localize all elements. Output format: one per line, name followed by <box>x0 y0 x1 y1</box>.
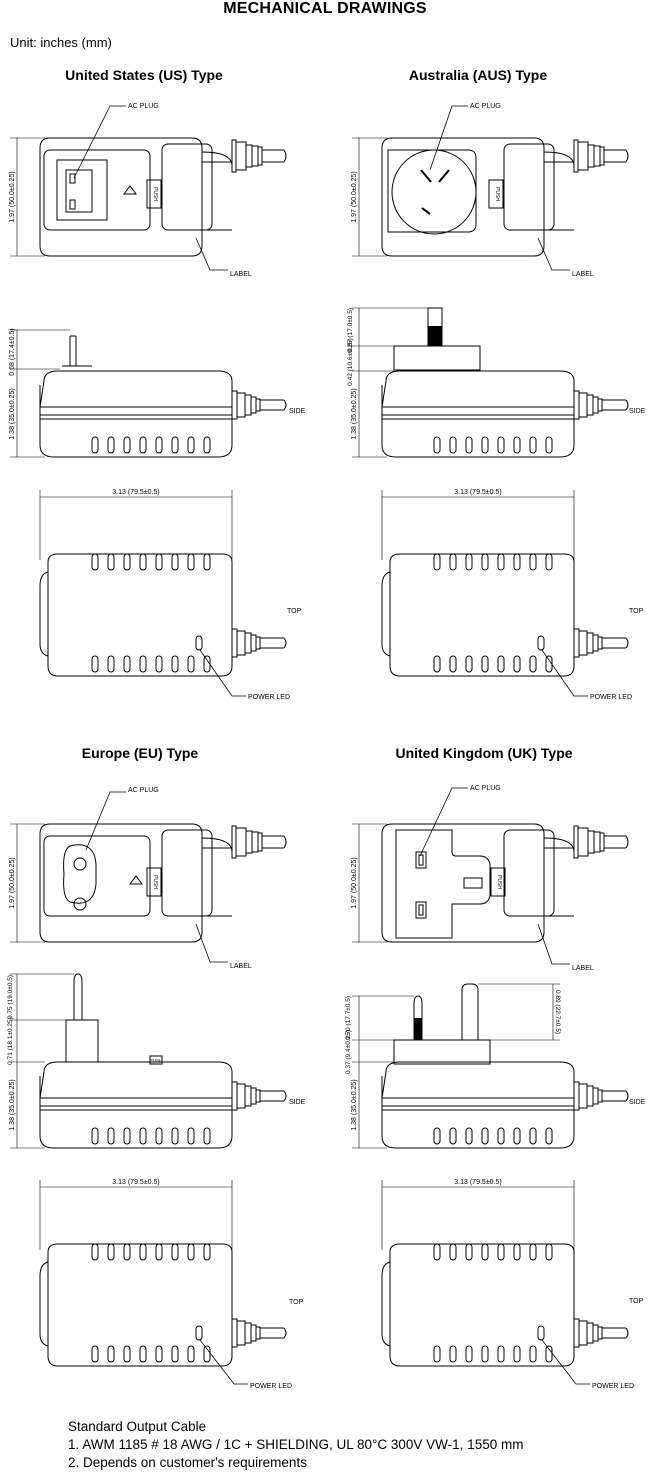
uk-front-view: PUSH AC PLUG LABEL 1.97 (50.0±0.25) <box>351 785 629 972</box>
uk-power-led-label: POWER LED <box>592 1383 634 1390</box>
eu-height-dim: 1.97 (50.0±0.25) <box>9 857 16 908</box>
aus-label-label: LABEL <box>572 271 594 278</box>
uk-ac-plug-label: AC PLUG <box>470 785 501 792</box>
uk-height-dim: 1.97 (50.0±0.25) <box>351 857 358 908</box>
uk-prong-dim: 0.70 (17.7±0.5) <box>345 996 352 1040</box>
us-width-dim: 3.13 (79.5±0.5) <box>112 489 159 496</box>
aus-width-dim: 3.13 (79.5±0.5) <box>454 489 501 496</box>
eu-side-push-label: PUSH <box>150 1058 163 1063</box>
aus-ac-plug-label: AC PLUG <box>470 103 501 110</box>
us-side-view: 0.68 (17.4±0.5) 1.38 (35.0±0.25) SIDE <box>9 328 306 458</box>
uk-label-label: LABEL <box>572 965 594 972</box>
aus-push-label: PUSH <box>494 187 500 201</box>
eu-width-dim: 3.13 (79.5±0.5) <box>112 1179 159 1186</box>
aus-side-view: 0.67 (17.0±0.5) 0.42 (10.6±0.25) 1.38 (3… <box>347 307 646 458</box>
eu-front-view: PUSH AC PLUG LABEL 1.97 (50.0±0.25) <box>9 787 287 970</box>
uk-side-label: SIDE <box>629 1099 646 1106</box>
eu-prong-dim: 0.75 (19.0±0.5) <box>7 975 14 1019</box>
eu-push-label: PUSH <box>152 875 158 889</box>
us-height-dim: 1.97 (50.0±0.25) <box>9 171 16 222</box>
eu-power-led-label: POWER LED <box>250 1383 292 1390</box>
cable-notes-heading: Standard Output Cable <box>68 1419 207 1434</box>
aus-base-dim: 0.42 (10.6±0.25) <box>347 338 354 386</box>
aus-top-label: TOP <box>629 608 644 615</box>
us-side-height-dim: 1.38 (35.0±0.25) <box>9 388 16 439</box>
us-side-label: SIDE <box>289 408 306 415</box>
us-prong-dim: 0.68 (17.4±0.5) <box>9 328 16 375</box>
us-label-label: LABEL <box>230 271 252 278</box>
eu-top-label: TOP <box>289 1299 304 1306</box>
aus-height-dim: 1.97 (50.0±0.25) <box>351 171 358 222</box>
us-push-label: PUSH <box>152 187 158 201</box>
uk-top-label: TOP <box>629 1298 644 1305</box>
us-ac-plug-label: AC PLUG <box>128 103 159 110</box>
aus-power-led-label: POWER LED <box>590 694 632 701</box>
unit-note: Unit: inches (mm) <box>10 35 112 50</box>
aus-top-view: 3.13 (79.5±0.5) TOP POWER LED <box>381 489 644 701</box>
us-top-label: TOP <box>287 608 302 615</box>
uk-side-height-dim: 1.38 (35.0±0.25) <box>351 1079 358 1130</box>
uk-type-title: United Kingdom (UK) Type <box>395 745 573 761</box>
uk-earth-dim: 0.89 (22.7±0.5) <box>554 990 561 1034</box>
eu-side-view: PUSH 0.75 (19.0±0.5) 0.71 (18.1±0.25) 1.… <box>7 973 306 1149</box>
eu-side-label: SIDE <box>289 1099 306 1106</box>
aus-side-height-dim: 1.38 (35.0±0.25) <box>351 388 358 439</box>
us-power-led-label: POWER LED <box>248 694 290 701</box>
aus-side-label: SIDE <box>629 408 646 415</box>
us-front-view: PUSH AC PLUG LABEL 1.97 (50.0±0.25) <box>9 103 287 278</box>
cable-notes-line-1: 1. AWM 1185 # 18 AWG / 1C + SHIELDING, U… <box>68 1437 524 1452</box>
uk-width-dim: 3.13 (79.5±0.5) <box>454 1179 501 1186</box>
eu-top-view: 3.13 (79.5±0.5) TOP POWER LED <box>39 1179 304 1390</box>
uk-base-dim: 0.37 (9.4±0.25) <box>345 1030 352 1074</box>
eu-label-label: LABEL <box>230 963 252 970</box>
us-type-title: United States (US) Type <box>65 67 223 83</box>
cable-notes: Standard Output Cable 1. AWM 1185 # 18 A… <box>68 1418 523 1472</box>
aus-front-view: PUSH AC PLUG LABEL 1.97 (50.0±0.25) <box>351 103 629 278</box>
uk-top-view: 3.13 (79.5±0.5) TOP POWER LED <box>381 1179 644 1390</box>
uk-side-view: 0.89 (22.7±0.5) 0.70 (17.7±0.5) 0.37 (9.… <box>345 983 646 1149</box>
page-title: MECHANICAL DRAWINGS <box>223 0 427 17</box>
cable-notes-line-2: 2. Depends on customer's requirements <box>68 1455 307 1470</box>
eu-ac-plug-label: AC PLUG <box>128 787 159 794</box>
eu-side-height-dim: 1.38 (35.0±0.25) <box>9 1079 16 1130</box>
us-top-view: 3.13 (79.5±0.5) TOP POWER LED <box>39 489 302 701</box>
aus-type-title: Australia (AUS) Type <box>408 67 548 83</box>
eu-type-title: Europe (EU) Type <box>81 745 199 761</box>
uk-push-label: PUSH <box>496 875 502 889</box>
aus-prong-dim: 0.67 (17.0±0.5) <box>347 308 354 352</box>
eu-base-dim: 0.71 (18.1±0.25) <box>7 1017 14 1065</box>
